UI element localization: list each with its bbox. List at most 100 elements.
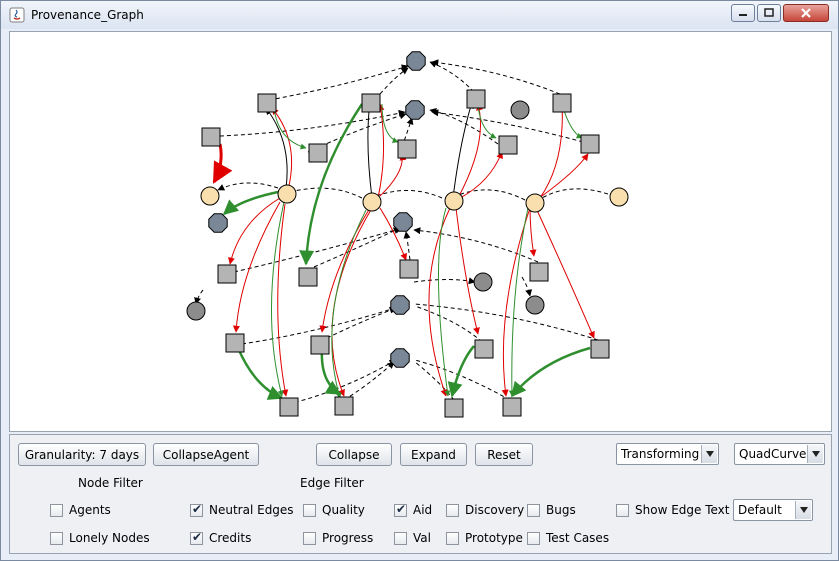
graph-edge-red	[535, 207, 595, 339]
val-checkbox-box[interactable]	[394, 531, 407, 545]
test-cases-checkbox-box[interactable]	[527, 531, 540, 545]
title-bar[interactable]: Provenance_Graph	[1, 1, 838, 29]
graph-node-agent[interactable]	[609, 187, 629, 207]
neutral-edges-checkbox[interactable]: Neutral Edges	[190, 502, 294, 517]
graph-node-activity[interactable]	[529, 262, 549, 282]
control-panel: Granularity: 7 days CollapseAgent Collap…	[9, 434, 832, 554]
graph-node-agent[interactable]	[525, 193, 545, 213]
graph-edge-green-thick	[222, 190, 279, 215]
graph-edge-dashed	[413, 227, 539, 263]
aid-checkbox[interactable]: Aid	[394, 502, 433, 517]
discovery-checkbox-box[interactable]	[446, 503, 459, 517]
test-cases-checkbox[interactable]: Test Cases	[527, 531, 609, 545]
graph-node-activity[interactable]	[334, 396, 354, 416]
quality-checkbox[interactable]: Quality	[303, 503, 365, 517]
progress-checkbox[interactable]: Progress	[303, 531, 373, 545]
graph-node-activity[interactable]	[502, 397, 522, 417]
graph-node-activity[interactable]	[308, 143, 328, 163]
discovery-checkbox[interactable]: Discovery	[446, 503, 524, 517]
prototype-checkbox[interactable]: Prototype	[446, 531, 523, 545]
minimize-button[interactable]	[731, 4, 755, 22]
lonely-nodes-checkbox[interactable]: Lonely Nodes	[50, 531, 150, 545]
graph-edge-solid	[365, 101, 373, 199]
graph-node-agent[interactable]	[362, 192, 382, 212]
graph-node-entity[interactable]	[390, 295, 410, 315]
shape-select[interactable]: QuadCurve	[734, 443, 825, 465]
graph-node-activity[interactable]	[590, 339, 610, 359]
graph-node-entity[interactable]	[390, 348, 410, 368]
graph-node-entity[interactable]	[393, 212, 413, 232]
graph-node-activity[interactable]	[310, 335, 330, 355]
granularity-button[interactable]: Granularity: 7 days	[18, 443, 146, 466]
expand-button[interactable]: Expand	[400, 443, 467, 466]
mode-select[interactable]: Transforming	[616, 443, 719, 465]
graph-edge-green-thick	[299, 103, 364, 266]
graph-node-activity[interactable]	[217, 264, 237, 284]
chevron-down-icon	[795, 501, 811, 519]
reset-button[interactable]: Reset	[475, 443, 533, 466]
graph-node-agent[interactable]	[444, 191, 464, 211]
lonely-nodes-checkbox-box[interactable]	[50, 531, 63, 545]
graph-node-activity[interactable]	[361, 93, 381, 113]
java-app-icon	[9, 7, 25, 23]
graph-edge-red	[379, 207, 407, 261]
graph-node-agent[interactable]	[277, 184, 297, 204]
graph-edge-green-thick	[447, 345, 475, 398]
graph-edge-dashed	[379, 67, 409, 95]
show-edge-text-checkbox-box[interactable]	[616, 503, 629, 517]
close-button[interactable]	[783, 4, 829, 22]
graph-edge-dashed	[429, 61, 475, 93]
quality-checkbox-box[interactable]	[303, 503, 316, 517]
graph-node-lonely[interactable]	[186, 301, 206, 321]
aid-checkbox-label: Aid	[413, 503, 433, 517]
graph-node-activity[interactable]	[397, 139, 417, 159]
collapse-button[interactable]: Collapse	[316, 443, 392, 466]
quality-checkbox-label: Quality	[322, 503, 365, 517]
credits-checkbox-box[interactable]	[190, 530, 203, 545]
graph-node-lonely[interactable]	[510, 100, 530, 120]
edge-text-select[interactable]: Default	[733, 499, 813, 521]
provenance-graph[interactable]	[10, 32, 832, 432]
graph-node-agent[interactable]	[200, 186, 220, 206]
node-filter-title: Node Filter	[78, 476, 143, 490]
graph-node-entity[interactable]	[208, 213, 228, 233]
maximize-icon	[764, 8, 774, 17]
collapse-agent-button[interactable]: CollapseAgent	[153, 443, 259, 466]
graph-node-lonely[interactable]	[525, 295, 545, 315]
neutral-edges-checkbox-label: Neutral Edges	[209, 503, 294, 517]
graph-node-activity[interactable]	[201, 127, 221, 147]
agents-checkbox[interactable]: Agents	[50, 503, 111, 517]
maximize-button[interactable]	[757, 4, 781, 22]
close-icon	[801, 8, 811, 18]
graph-node-entity[interactable]	[406, 51, 426, 71]
neutral-edges-checkbox-box[interactable]	[190, 502, 203, 517]
graph-node-activity[interactable]	[580, 134, 600, 154]
graph-node-activity[interactable]	[279, 397, 299, 417]
graph-node-activity[interactable]	[498, 135, 518, 155]
lonely-nodes-checkbox-label: Lonely Nodes	[69, 531, 150, 545]
prototype-checkbox-box[interactable]	[446, 531, 459, 545]
aid-checkbox-box[interactable]	[394, 502, 407, 517]
show-edge-text-checkbox[interactable]: Show Edge Text	[616, 503, 729, 517]
graph-node-activity[interactable]	[552, 93, 572, 113]
progress-checkbox-box[interactable]	[303, 531, 316, 545]
graph-node-activity[interactable]	[466, 89, 486, 109]
graph-node-activity[interactable]	[399, 259, 419, 279]
graph-node-entity[interactable]	[405, 100, 425, 120]
credits-checkbox[interactable]: Credits	[190, 530, 251, 545]
graph-edge-red-thick	[212, 143, 233, 184]
graph-node-lonely[interactable]	[473, 272, 493, 292]
graph-edge-red	[541, 153, 589, 197]
bugs-checkbox-box[interactable]	[527, 503, 540, 517]
graph-node-activity[interactable]	[474, 339, 494, 359]
graph-node-activity[interactable]	[444, 398, 464, 418]
graph-edge-red	[377, 103, 385, 199]
bugs-checkbox[interactable]: Bugs	[527, 503, 576, 517]
graph-node-activity[interactable]	[225, 333, 245, 353]
val-checkbox[interactable]: Val	[394, 531, 431, 545]
graph-node-activity[interactable]	[257, 93, 277, 113]
graph-node-activity[interactable]	[298, 267, 318, 287]
graph-edge-red	[331, 207, 373, 397]
agents-checkbox-box[interactable]	[50, 503, 63, 517]
graph-canvas[interactable]	[9, 31, 832, 432]
